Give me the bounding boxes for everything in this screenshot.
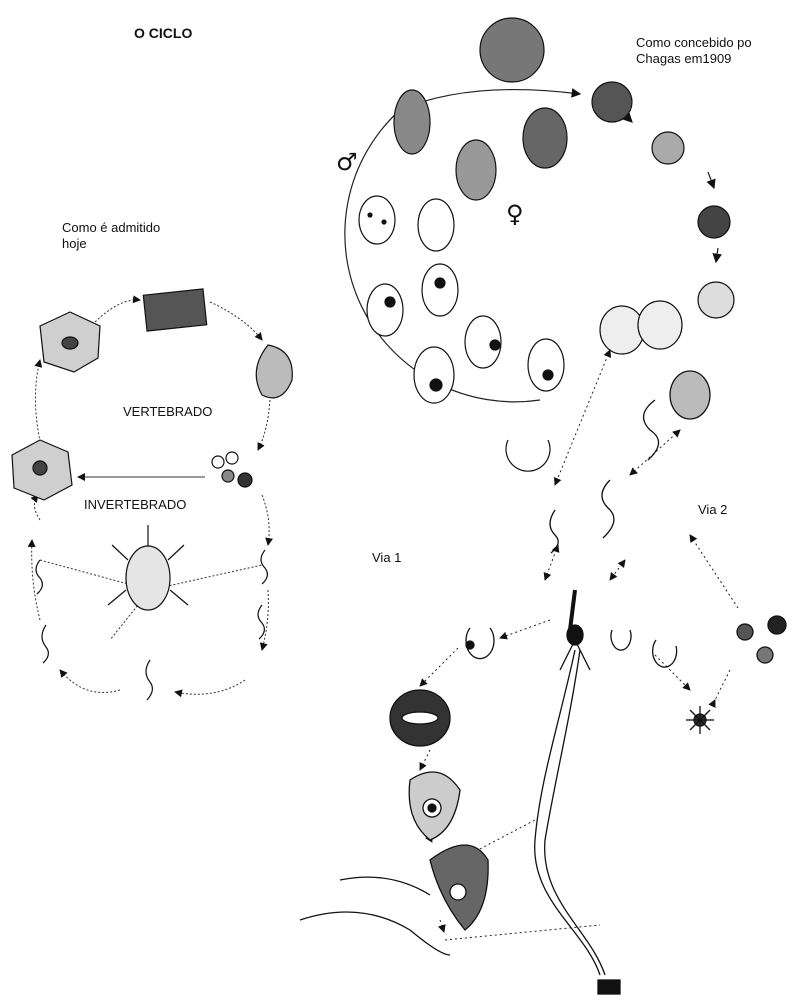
chagas-1909-note-line1: Como concebido po — [636, 35, 752, 51]
via-2-label: Via 2 — [698, 502, 727, 518]
via-1-label: Via 1 — [372, 550, 401, 566]
vector-and-forms — [300, 371, 786, 994]
modern-cycle-figures — [12, 289, 292, 700]
vertebrado-label: VERTEBRADO — [123, 404, 212, 420]
male-symbol-icon: ♂ — [336, 148, 358, 176]
modern-note-line2: hoje — [62, 236, 87, 252]
chagas-1909-note-line2: Chagas em1909 — [636, 51, 731, 67]
female-symbol-icon: ♀ — [506, 200, 524, 228]
modern-note-line1: Como é admitido — [62, 220, 160, 236]
cell-figure — [256, 345, 292, 398]
bug-figure — [126, 546, 170, 610]
nest-figure — [143, 289, 206, 331]
page-title: O CICLO — [134, 25, 192, 41]
invertebrado-label: INVERTEBRADO — [84, 497, 186, 513]
